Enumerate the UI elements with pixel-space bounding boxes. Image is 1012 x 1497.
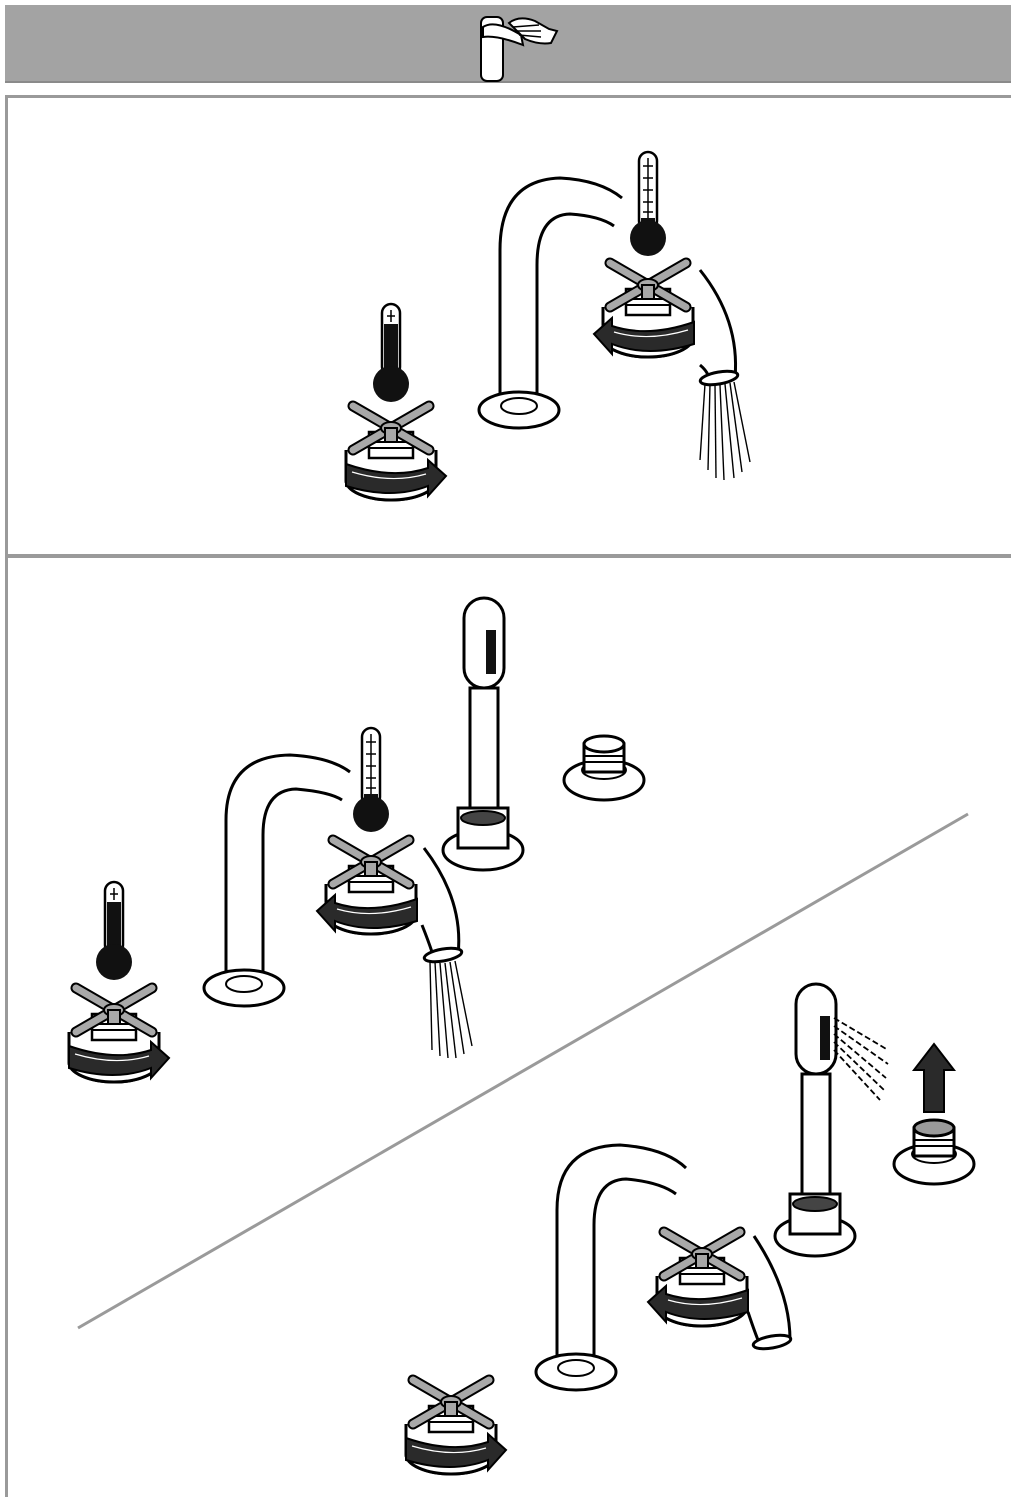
thermometer-cold-icon [353, 728, 389, 832]
up-arrow-icon [914, 1044, 954, 1112]
diverter-button [894, 1120, 974, 1184]
water-stream [430, 961, 472, 1058]
diverter-button [564, 736, 644, 800]
spout-base [536, 1354, 616, 1390]
spout-base [479, 392, 559, 428]
water-spray [834, 1018, 888, 1100]
water-stream [700, 382, 750, 480]
thermometer-hot-icon [96, 882, 132, 980]
thermometer-hot-icon [373, 304, 409, 402]
panel-1-illustration [346, 152, 750, 500]
handshower [775, 984, 855, 1256]
handshower [443, 598, 523, 870]
panel-2-lower-illustration [406, 984, 974, 1474]
thermometer-cold-icon [630, 152, 666, 256]
spout-base [204, 970, 284, 1006]
panel-2-upper-illustration [69, 598, 644, 1082]
